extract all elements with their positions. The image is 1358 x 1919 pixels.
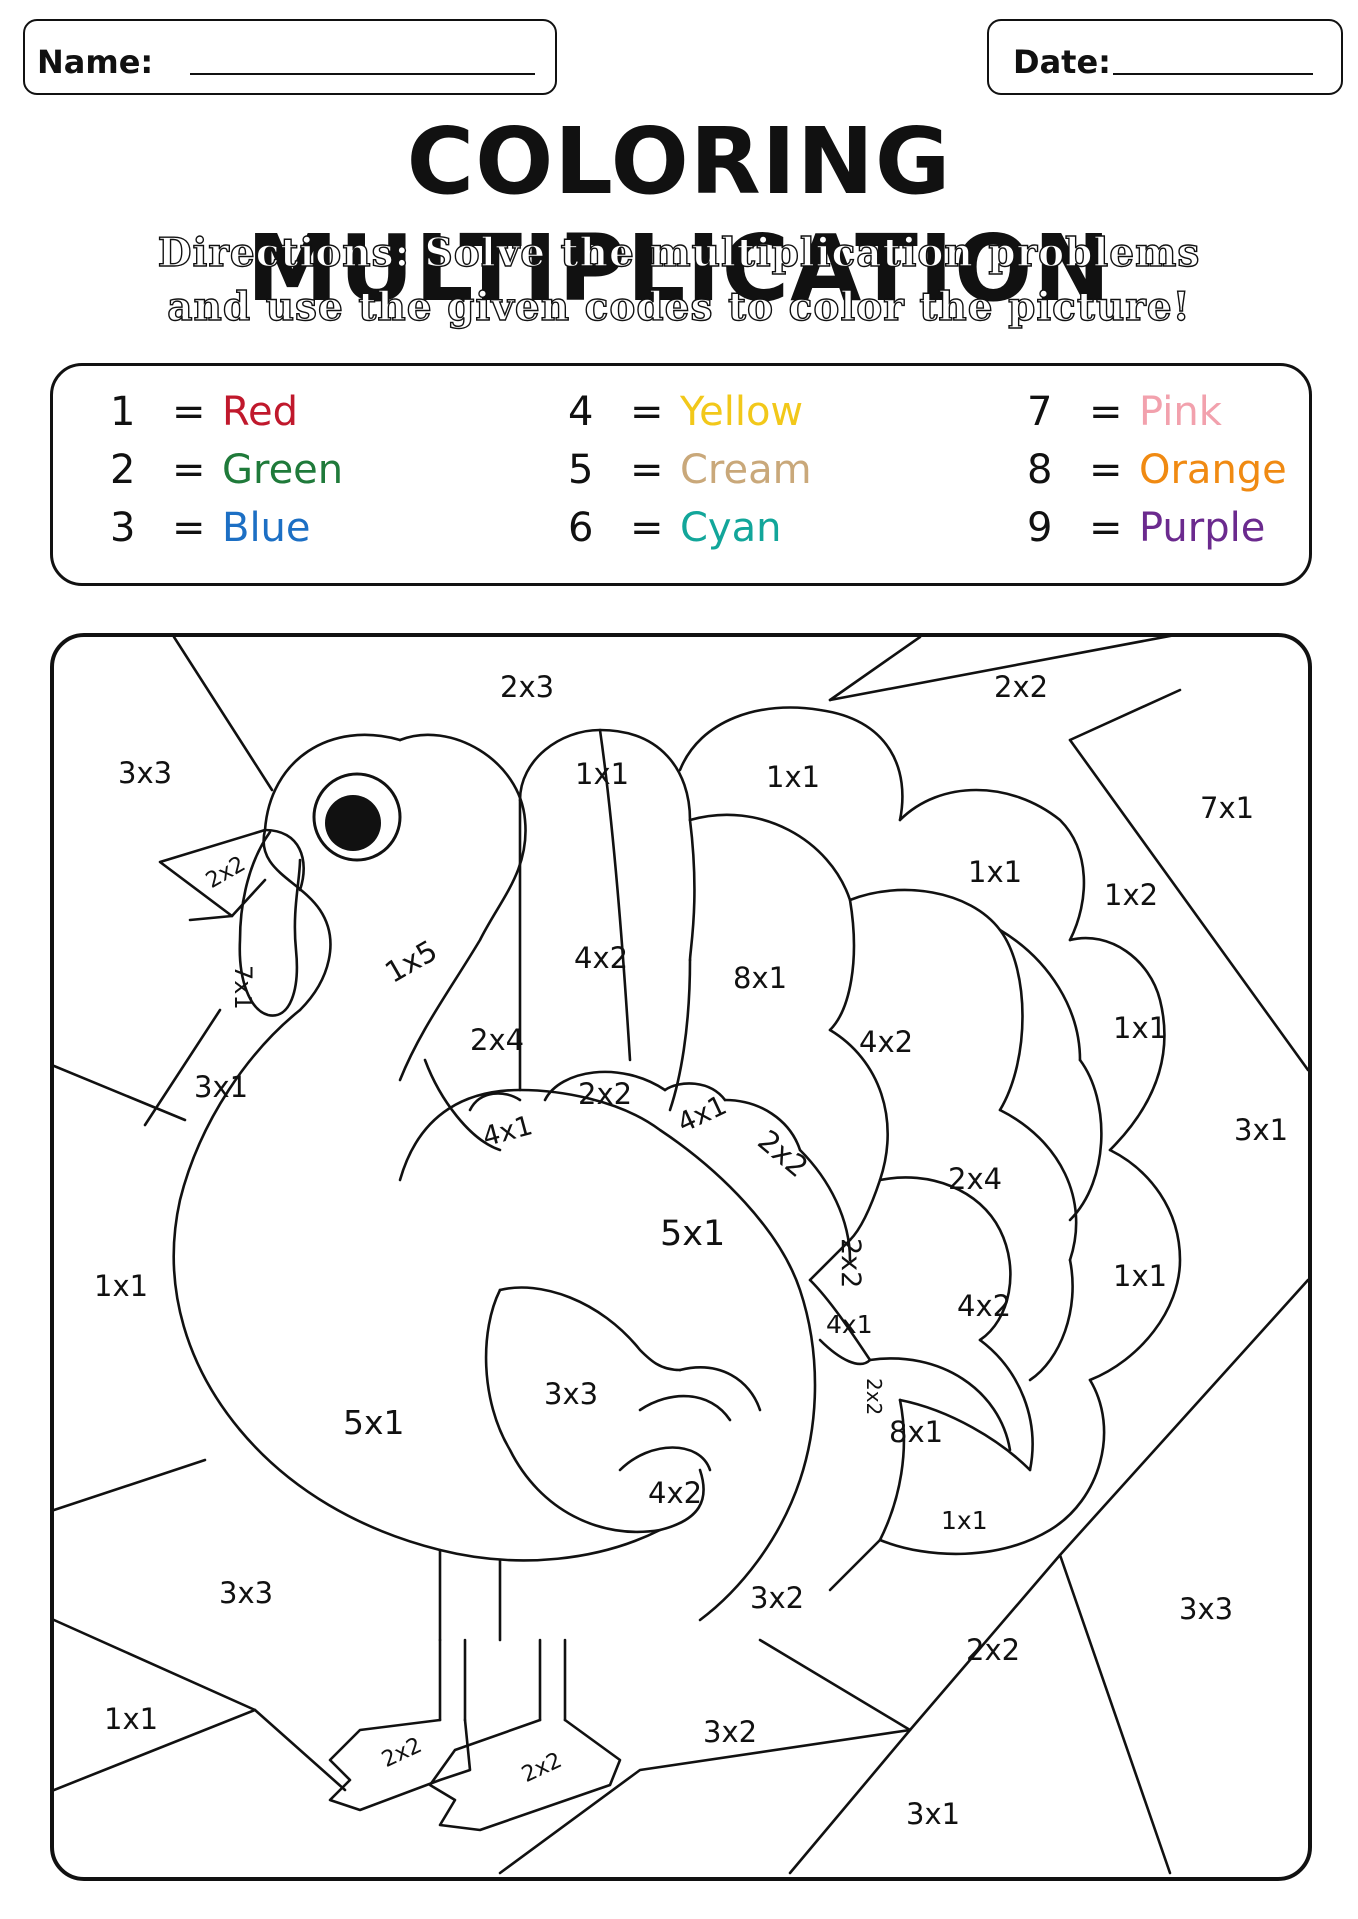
name-field-box[interactable]: Name: — [23, 19, 557, 95]
problem-label: 3x2 — [750, 1581, 804, 1615]
problem-label: 2x4 — [948, 1162, 1002, 1196]
key-equals: = — [172, 447, 206, 493]
key-color-green: Green — [222, 447, 344, 493]
problem-label: 1x1 — [968, 855, 1022, 889]
key-number: 1 — [110, 389, 136, 435]
problem-label: 8x1 — [889, 1415, 943, 1449]
key-number: 9 — [1027, 505, 1053, 551]
directions-line-2: and use the given codes to color the pic… — [167, 283, 1191, 330]
problem-label: 1x1 — [1113, 1259, 1167, 1293]
problem-label: 2x4 — [470, 1023, 524, 1057]
key-number: 8 — [1027, 447, 1053, 493]
problem-label: 1x2 — [1104, 878, 1158, 912]
key-equals: = — [172, 505, 206, 551]
key-equals: = — [630, 389, 664, 435]
key-color-red: Red — [222, 389, 298, 435]
problem-label: 1x1 — [941, 1506, 988, 1535]
problem-label: 2x2 — [518, 1748, 566, 1788]
key-number: 3 — [110, 505, 136, 551]
key-equals: = — [172, 389, 206, 435]
name-label: Name: — [37, 43, 154, 81]
problem-label: 2x2 — [966, 1633, 1020, 1667]
key-equals: = — [1089, 447, 1123, 493]
date-line[interactable] — [1113, 73, 1313, 75]
problem-label: 7x1 — [229, 965, 257, 1010]
key-equals: = — [630, 447, 664, 493]
problem-label: 8x1 — [733, 961, 787, 995]
key-number: 6 — [568, 505, 594, 551]
problem-label: 2x3 — [500, 670, 554, 704]
problem-label: 4x2 — [648, 1476, 702, 1510]
problem-label: 2x2 — [202, 852, 250, 894]
date-field-box[interactable]: Date: — [987, 19, 1343, 95]
key-color-purple: Purple — [1139, 505, 1266, 551]
problem-label: 1x1 — [104, 1702, 158, 1736]
date-label: Date: — [1013, 43, 1111, 81]
key-color-pink: Pink — [1139, 389, 1222, 435]
problem-label: 3x1 — [906, 1797, 960, 1831]
problem-label: 3x1 — [194, 1070, 248, 1104]
problem-label: 1x5 — [379, 933, 443, 989]
name-line[interactable] — [190, 73, 535, 75]
problem-label: 4x2 — [574, 941, 628, 975]
problem-label: 2x2 — [835, 1238, 866, 1288]
key-color-blue: Blue — [222, 505, 311, 551]
problem-label: 5x1 — [343, 1403, 405, 1442]
key-number: 4 — [568, 389, 594, 435]
problem-label: 4x2 — [859, 1025, 913, 1059]
problem-label: 7x1 — [1200, 791, 1254, 825]
problem-label: 4x2 — [957, 1289, 1011, 1323]
color-key: 1 = Red 2 = Green 3 = Blue 4 = Yellow 5 … — [50, 363, 1312, 586]
key-color-orange: Orange — [1139, 447, 1287, 493]
problem-label: 5x1 — [660, 1214, 725, 1254]
problem-label: 3x1 — [1234, 1113, 1288, 1147]
problem-label: 2x2 — [862, 1378, 886, 1415]
key-equals: = — [1089, 389, 1123, 435]
key-color-cream: Cream — [680, 447, 812, 493]
problem-label: 3x3 — [544, 1377, 598, 1411]
key-number: 7 — [1027, 389, 1053, 435]
key-color-cyan: Cyan — [680, 505, 782, 551]
problem-label: 1x1 — [1113, 1011, 1167, 1045]
problem-label: 2x2 — [994, 670, 1048, 704]
key-number: 2 — [110, 447, 136, 493]
problem-label: 2x2 — [578, 1077, 632, 1111]
key-color-yellow: Yellow — [680, 389, 804, 435]
problem-label: 1x1 — [575, 757, 629, 791]
problem-label: 1x1 — [766, 760, 820, 794]
problem-label: 4x1 — [826, 1310, 873, 1339]
problem-label: 2x2 — [751, 1123, 814, 1184]
key-number: 5 — [568, 447, 594, 493]
coloring-picture: 2x3 2x2 3x3 1x1 1x1 7x1 2x2 1x5 7x1 1x1 … — [50, 633, 1312, 1881]
directions-line-1: Directions: Solve the multiplication pro… — [157, 229, 1201, 276]
problem-label: 3x2 — [703, 1715, 757, 1749]
problem-label: 3x3 — [1179, 1592, 1233, 1626]
page-title: COLORING MULTIPLICATION — [246, 108, 1112, 322]
problem-label: 4x1 — [479, 1110, 536, 1153]
key-equals: = — [630, 505, 664, 551]
turkey-icon: 2x3 2x2 3x3 1x1 1x1 7x1 2x2 1x5 7x1 1x1 … — [54, 637, 1308, 1875]
problem-label: 2x2 — [378, 1733, 426, 1773]
key-equals: = — [1089, 505, 1123, 551]
problem-label: 1x1 — [94, 1269, 148, 1303]
problem-label: 3x3 — [118, 756, 172, 790]
problem-label: 3x3 — [219, 1576, 273, 1610]
